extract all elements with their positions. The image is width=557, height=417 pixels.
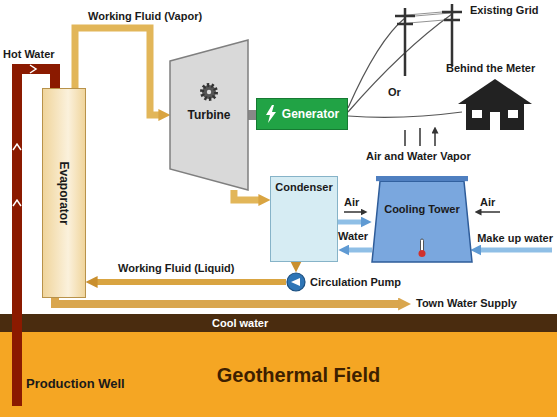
node-text: Turbine [187,108,230,122]
pipe-connector [346,248,372,253]
lightning-bolt [266,105,276,123]
node-text: Geothermal Field [217,363,380,387]
flow-label: Behind the Meter [446,62,535,75]
node-text: Circulation Pump [310,276,401,289]
cool-water-pipe [55,298,402,304]
well-pipe [12,332,22,406]
tower-shape [372,181,472,262]
flow-label: Working Fluid (Liquid) [118,262,235,275]
node-text: Condenser [275,181,332,194]
house-roof [458,79,532,104]
circulation-pump: Circulation Pump [286,272,401,292]
pipe-connector [293,262,299,264]
flow-label: Existing Grid [470,4,538,17]
power-line [348,18,405,108]
thermometer-icon [417,238,427,258]
pump-circle [287,273,305,291]
makeup-water-pipe [478,248,552,253]
pump-arrow [291,278,300,286]
node-text: Generator [282,107,339,121]
geothermal-field-band: Geothermal Field [0,332,557,417]
flow-label: Working Fluid (Vapor) [88,10,202,23]
generator-box: Generator [256,98,348,130]
production-well [0,332,30,417]
pipe-connector [338,220,364,225]
tower-cap [376,176,468,181]
house-door [490,112,500,130]
air-arrow [478,211,500,213]
gear-teeth [202,85,216,99]
flow-arrow [13,65,36,206]
vapor-arrow [405,128,435,146]
evaporator-box: Evaporator [42,88,86,298]
flow-label: Or [388,86,401,99]
house-window [472,110,482,118]
flow-label: Hot Water [3,48,55,61]
flow-label: Town Water Supply [416,297,517,310]
thermometer-bulb [419,250,426,257]
power-line [348,14,452,112]
pipe-connector [234,190,262,200]
gear-icon [199,82,219,102]
pipe-connector [75,28,162,115]
gear-hub [207,90,211,94]
cooling-tower: Cooling Tower [372,176,472,262]
utility-pole [442,4,462,66]
turbine: Turbine [170,40,248,190]
flow-label: Air [344,196,359,209]
house-window [508,110,518,118]
power-line [348,112,462,117]
flow-label: Production Well [26,376,125,392]
flow-label: Make up water [477,232,553,245]
turbine-shape [170,40,248,190]
flow-label: Cool water [212,317,268,330]
lightning-icon [265,105,277,123]
air-arrow [344,211,364,213]
turbine-shaft [248,110,256,120]
ground-band [0,314,557,332]
house-body [466,104,524,130]
node-text: Cooling Tower [384,203,460,216]
pump-icon [286,272,306,292]
pipe-connector [94,279,286,285]
condenser-box: Condenser [270,176,338,262]
utility-pole [395,8,415,76]
flow-label: Air and Water Vapor [366,150,471,163]
flow-label: Water [338,230,368,243]
flow-label: Air [480,196,495,209]
node-text: Evaporator [57,161,71,224]
